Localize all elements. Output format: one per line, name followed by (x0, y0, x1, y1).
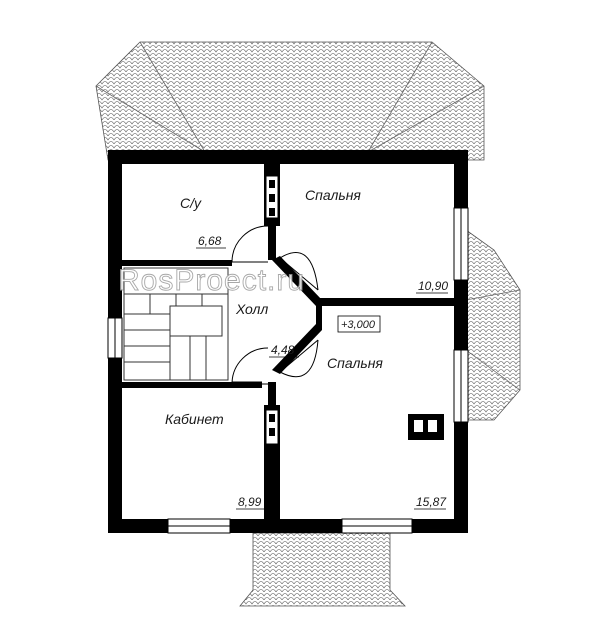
room-area-bedroom-bottom: 15,87 (416, 495, 447, 509)
room-area-office: 8,99 (238, 495, 262, 509)
level-mark-text: +3,000 (341, 319, 376, 331)
room-name-office: Кабинет (165, 411, 224, 427)
house-floor (122, 163, 454, 519)
watermark: RosProect.ru (118, 264, 305, 297)
room-name-bedroom-bottom: Спальня (327, 355, 383, 371)
room-area-bedroom-top: 10,90 (418, 279, 448, 293)
room-area-bathroom: 6,68 (198, 234, 222, 248)
room-name-bedroom-top: Спальня (305, 187, 361, 203)
room-area-hall: 4,48 (271, 343, 295, 357)
stove-icon (408, 414, 444, 440)
doors (231, 225, 319, 385)
roof-top (95, 41, 485, 161)
level-mark: +3,000 (337, 315, 381, 333)
roof-porch-bottom (239, 532, 406, 607)
room-name-bathroom: С/у (180, 195, 202, 211)
roof-bay-right (465, 229, 521, 421)
staircase (123, 267, 229, 381)
room-name-hall: Холл (235, 301, 268, 317)
windows (107, 207, 469, 534)
vent-shafts (265, 175, 279, 445)
